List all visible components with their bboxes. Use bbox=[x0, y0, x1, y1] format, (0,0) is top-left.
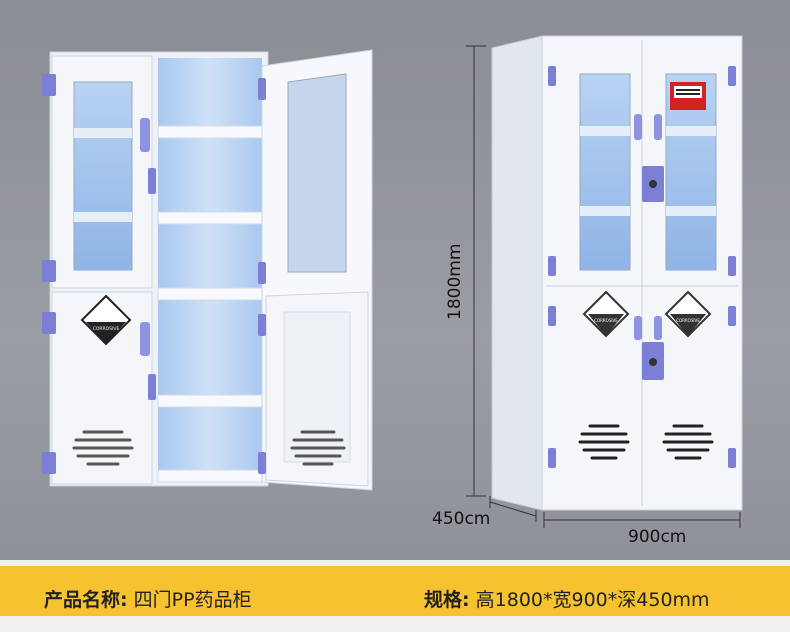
corrosive-hazard-icon: CORROSIVE bbox=[80, 294, 132, 346]
door-handle-icon bbox=[654, 316, 662, 340]
hazard-label: CORROSIVE bbox=[676, 318, 700, 323]
product-image: CORROSIVE bbox=[0, 0, 790, 560]
hinge-icon bbox=[548, 66, 736, 468]
hazard-label: CORROSIVE bbox=[93, 326, 120, 332]
info-bar: 产品名称: 四门PP药品柜 规格: 高1800*宽900*深450mm bbox=[0, 566, 790, 616]
product-name: 产品名称: 四门PP药品柜 bbox=[44, 585, 252, 612]
vent-icon bbox=[578, 424, 714, 460]
vent-icon bbox=[290, 430, 346, 466]
door-handle-icon bbox=[634, 114, 642, 140]
hazard-label: CORROSIVE bbox=[594, 318, 618, 323]
product-spec-key: 规格: bbox=[424, 589, 470, 611]
depth-dimension-label: 450cm bbox=[432, 509, 491, 529]
height-dimension-label: 1800mm bbox=[445, 243, 465, 320]
vent-icon bbox=[72, 430, 134, 466]
door-handle-icon bbox=[140, 118, 150, 152]
dimension-lines bbox=[466, 45, 741, 528]
door-handle-icon bbox=[140, 322, 150, 356]
corrosive-hazard-icon: CORROSIVE bbox=[582, 290, 630, 338]
product-spec: 规格: 高1800*宽900*深450mm bbox=[424, 585, 710, 612]
door-handle-icon bbox=[634, 316, 642, 340]
open-cabinet: CORROSIVE bbox=[42, 49, 373, 491]
product-name-value: 四门PP药品柜 bbox=[133, 589, 252, 611]
hinge-icon bbox=[42, 74, 266, 474]
cabinet-illustration: CORROSIVE bbox=[42, 35, 743, 528]
closed-cabinet: CORROSIVE CORROSIVE bbox=[491, 35, 743, 511]
width-dimension-label: 900cm bbox=[628, 527, 687, 547]
door-handle-icon bbox=[654, 114, 662, 140]
product-info-banner: 产品名称: 四门PP药品柜 规格: 高1800*宽900*深450mm bbox=[0, 560, 790, 632]
corrosive-hazard-icon: CORROSIVE bbox=[664, 290, 712, 338]
product-name-key: 产品名称: bbox=[44, 589, 128, 611]
product-spec-value: 高1800*宽900*深450mm bbox=[475, 589, 710, 611]
